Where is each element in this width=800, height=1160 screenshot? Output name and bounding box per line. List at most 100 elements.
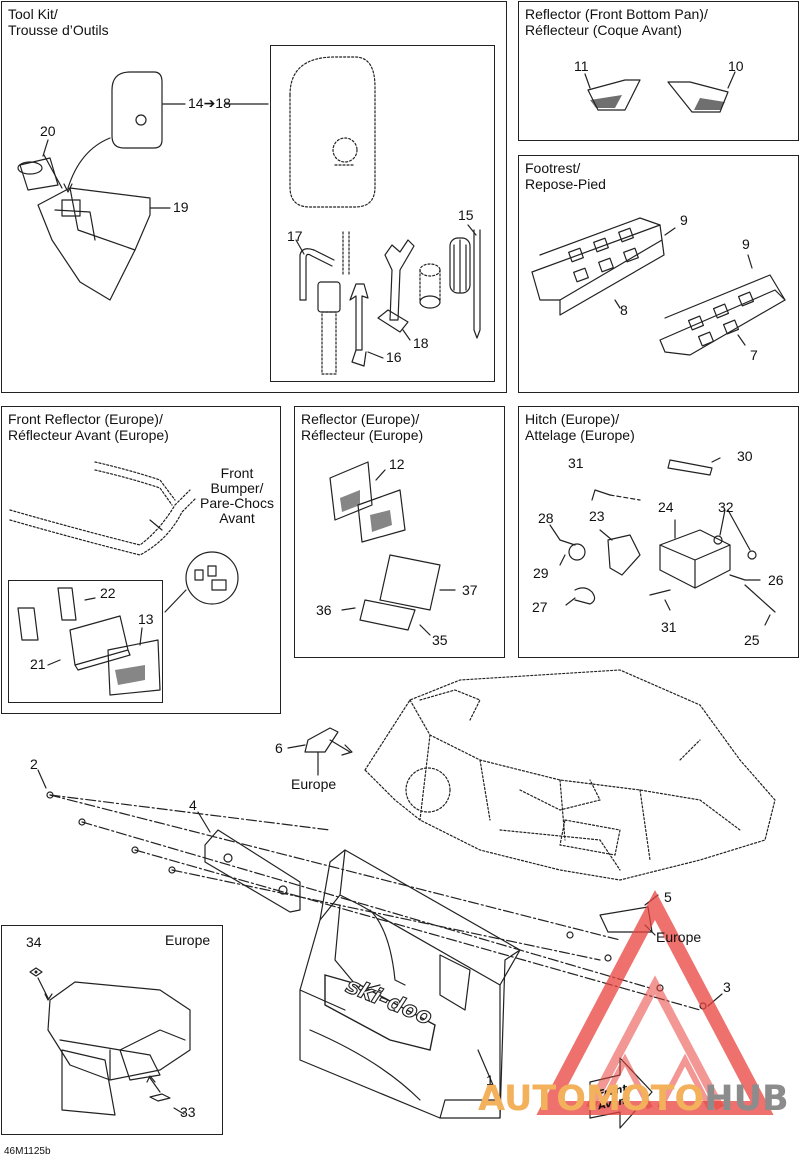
reflector-front-bottom-pan-title: Reflector (Front Bottom Pan)/ Réflecteur…	[525, 6, 708, 38]
front-bumper-label-3: Pare-Chocs	[200, 495, 274, 511]
part-30: 30	[737, 448, 753, 464]
automotohub-watermark	[536, 889, 774, 1115]
nut-32a-icon	[713, 535, 723, 545]
hex-key-icon	[305, 253, 333, 301]
spanner-icon	[377, 239, 441, 333]
part-37: 37	[462, 582, 478, 598]
tool-bag-large-icon	[289, 56, 376, 208]
part-13: 13	[138, 611, 154, 627]
bolt-31-top-icon	[591, 489, 611, 501]
front-reflector-europe-title: Front Reflector (Europe)/ Réflecteur Ava…	[8, 411, 169, 443]
part-1: 1	[486, 1072, 494, 1088]
hitch-europe-title-en: Hitch (Europe)/	[525, 411, 620, 427]
bolt-31-bottom-icon	[649, 589, 671, 596]
part-10: 10	[728, 58, 744, 74]
watermark-text: AUTOMOTOHUB	[478, 1079, 789, 1119]
front-bumper-label-1: Front	[220, 465, 254, 481]
hitch-europe-title-fr: Attelage (Europe)	[525, 427, 635, 443]
part-20: 20	[40, 123, 56, 139]
europe-label-6: Europe	[291, 776, 337, 792]
hitch-jaw-23-icon	[607, 534, 641, 576]
part-33: 33	[180, 1104, 196, 1120]
part-36: 36	[316, 602, 332, 618]
front-reflector-europe-title-en: Front Reflector (Europe)/	[8, 411, 163, 427]
part-5: 5	[664, 889, 672, 905]
tool-kit-title-fr: Trousse d’Outils	[8, 22, 109, 38]
front-bumper-outline	[9, 461, 197, 556]
footrest-title: Footrest/ Repose-Pied	[525, 160, 606, 192]
part-9-right: 9	[742, 236, 750, 252]
front-skid-plate-icon	[299, 849, 521, 1119]
part-6: 6	[275, 740, 283, 756]
shaft-25-icon	[744, 584, 776, 613]
part-22: 22	[100, 585, 116, 601]
document-code: 46M1125b	[4, 1146, 51, 1157]
screwdriver-icon	[449, 229, 481, 339]
pin-29-icon	[568, 543, 586, 561]
footrest-title-en: Footrest/	[525, 160, 581, 176]
europe-inset-vehicle-icon	[47, 981, 191, 1116]
footrest-7-icon	[659, 274, 786, 356]
part-24: 24	[658, 499, 674, 515]
tool-bracket-icon	[37, 187, 151, 301]
footrest-8-icon	[531, 217, 665, 316]
reflector-front-bottom-pan-panel: Reflector (Front Bottom Pan)/ Réflecteur…	[518, 1, 799, 141]
hitch-body-24-icon	[659, 529, 731, 589]
bracket-4-icon	[204, 829, 301, 913]
part-28: 28	[538, 510, 554, 526]
part-23: 23	[589, 508, 605, 524]
nut-32b-icon	[747, 550, 757, 560]
front-bumper-label: Front Bumper/ Pare-Chocs Avant	[196, 466, 278, 526]
part-25: 25	[744, 632, 760, 648]
clip-27-icon	[574, 587, 596, 605]
part-34: 34	[26, 934, 42, 950]
hitch-europe-title: Hitch (Europe)/ Attelage (Europe)	[525, 411, 635, 443]
watermark-auto: AUTO	[478, 1079, 587, 1119]
tool-kit-bag-icon	[111, 71, 163, 149]
tool-kit-title-en: Tool Kit/	[8, 6, 58, 22]
part-35: 35	[432, 632, 448, 648]
front-reflector-europe-title-fr: Réflecteur Avant (Europe)	[8, 427, 169, 443]
rivets-icon	[46, 791, 707, 1010]
part-32: 32	[718, 499, 734, 515]
reflector-europe-title-fr: Réflecteur (Europe)	[301, 427, 424, 443]
europe-inset-sticker-34	[29, 967, 43, 977]
tool-kit-title: Tool Kit/ Trousse d’Outils	[8, 6, 109, 38]
part-17: 17	[287, 228, 303, 244]
reflector-europe-title: Reflector (Europe)/ Réflecteur (Europe)	[301, 411, 423, 443]
part-26: 26	[768, 572, 784, 588]
part-29: 29	[533, 565, 549, 581]
europe-label-5: Europe	[656, 929, 702, 945]
part-9-top: 9	[680, 212, 688, 228]
part-2: 2	[30, 756, 38, 772]
tool-kit-contents-frame	[270, 45, 495, 382]
part-21: 21	[30, 656, 46, 672]
license-plate-bracket-icon	[359, 554, 441, 631]
part-18: 18	[413, 335, 429, 351]
watermark-hub: HUB	[704, 1079, 789, 1119]
front-bumper-label-4: Avant	[219, 510, 255, 526]
tool-kit-range-label: 14➔18	[188, 95, 231, 111]
reflector-6-icon	[304, 727, 339, 753]
footrest-title-fr: Repose-Pied	[525, 176, 606, 192]
part-7: 7	[750, 347, 758, 363]
europe-inset-title: Europe	[165, 932, 211, 948]
hitch-plate-30-icon	[667, 459, 713, 476]
part-15: 15	[458, 207, 474, 223]
part-12: 12	[389, 456, 405, 472]
hitch-europe-panel: Hitch (Europe)/ Attelage (Europe)	[518, 406, 799, 658]
part-31-bottom: 31	[661, 619, 677, 635]
part-31-top: 31	[568, 455, 584, 471]
reflector-10-pattern	[694, 98, 725, 110]
wrench-icon	[349, 283, 369, 367]
reflector-front-title-fr: Réflecteur (Coque Avant)	[525, 22, 682, 38]
footrest-panel: Footrest/ Repose-Pied	[518, 155, 799, 393]
reflector-12-icon	[329, 461, 406, 543]
part-16: 16	[386, 349, 402, 365]
front-bumper-label-2: Bumper/	[210, 480, 264, 496]
part-27: 27	[532, 599, 548, 615]
tool-kit-arrow	[67, 137, 111, 189]
ski-doo-logo: ski-doo	[324, 973, 436, 1051]
part-11: 11	[574, 58, 589, 74]
